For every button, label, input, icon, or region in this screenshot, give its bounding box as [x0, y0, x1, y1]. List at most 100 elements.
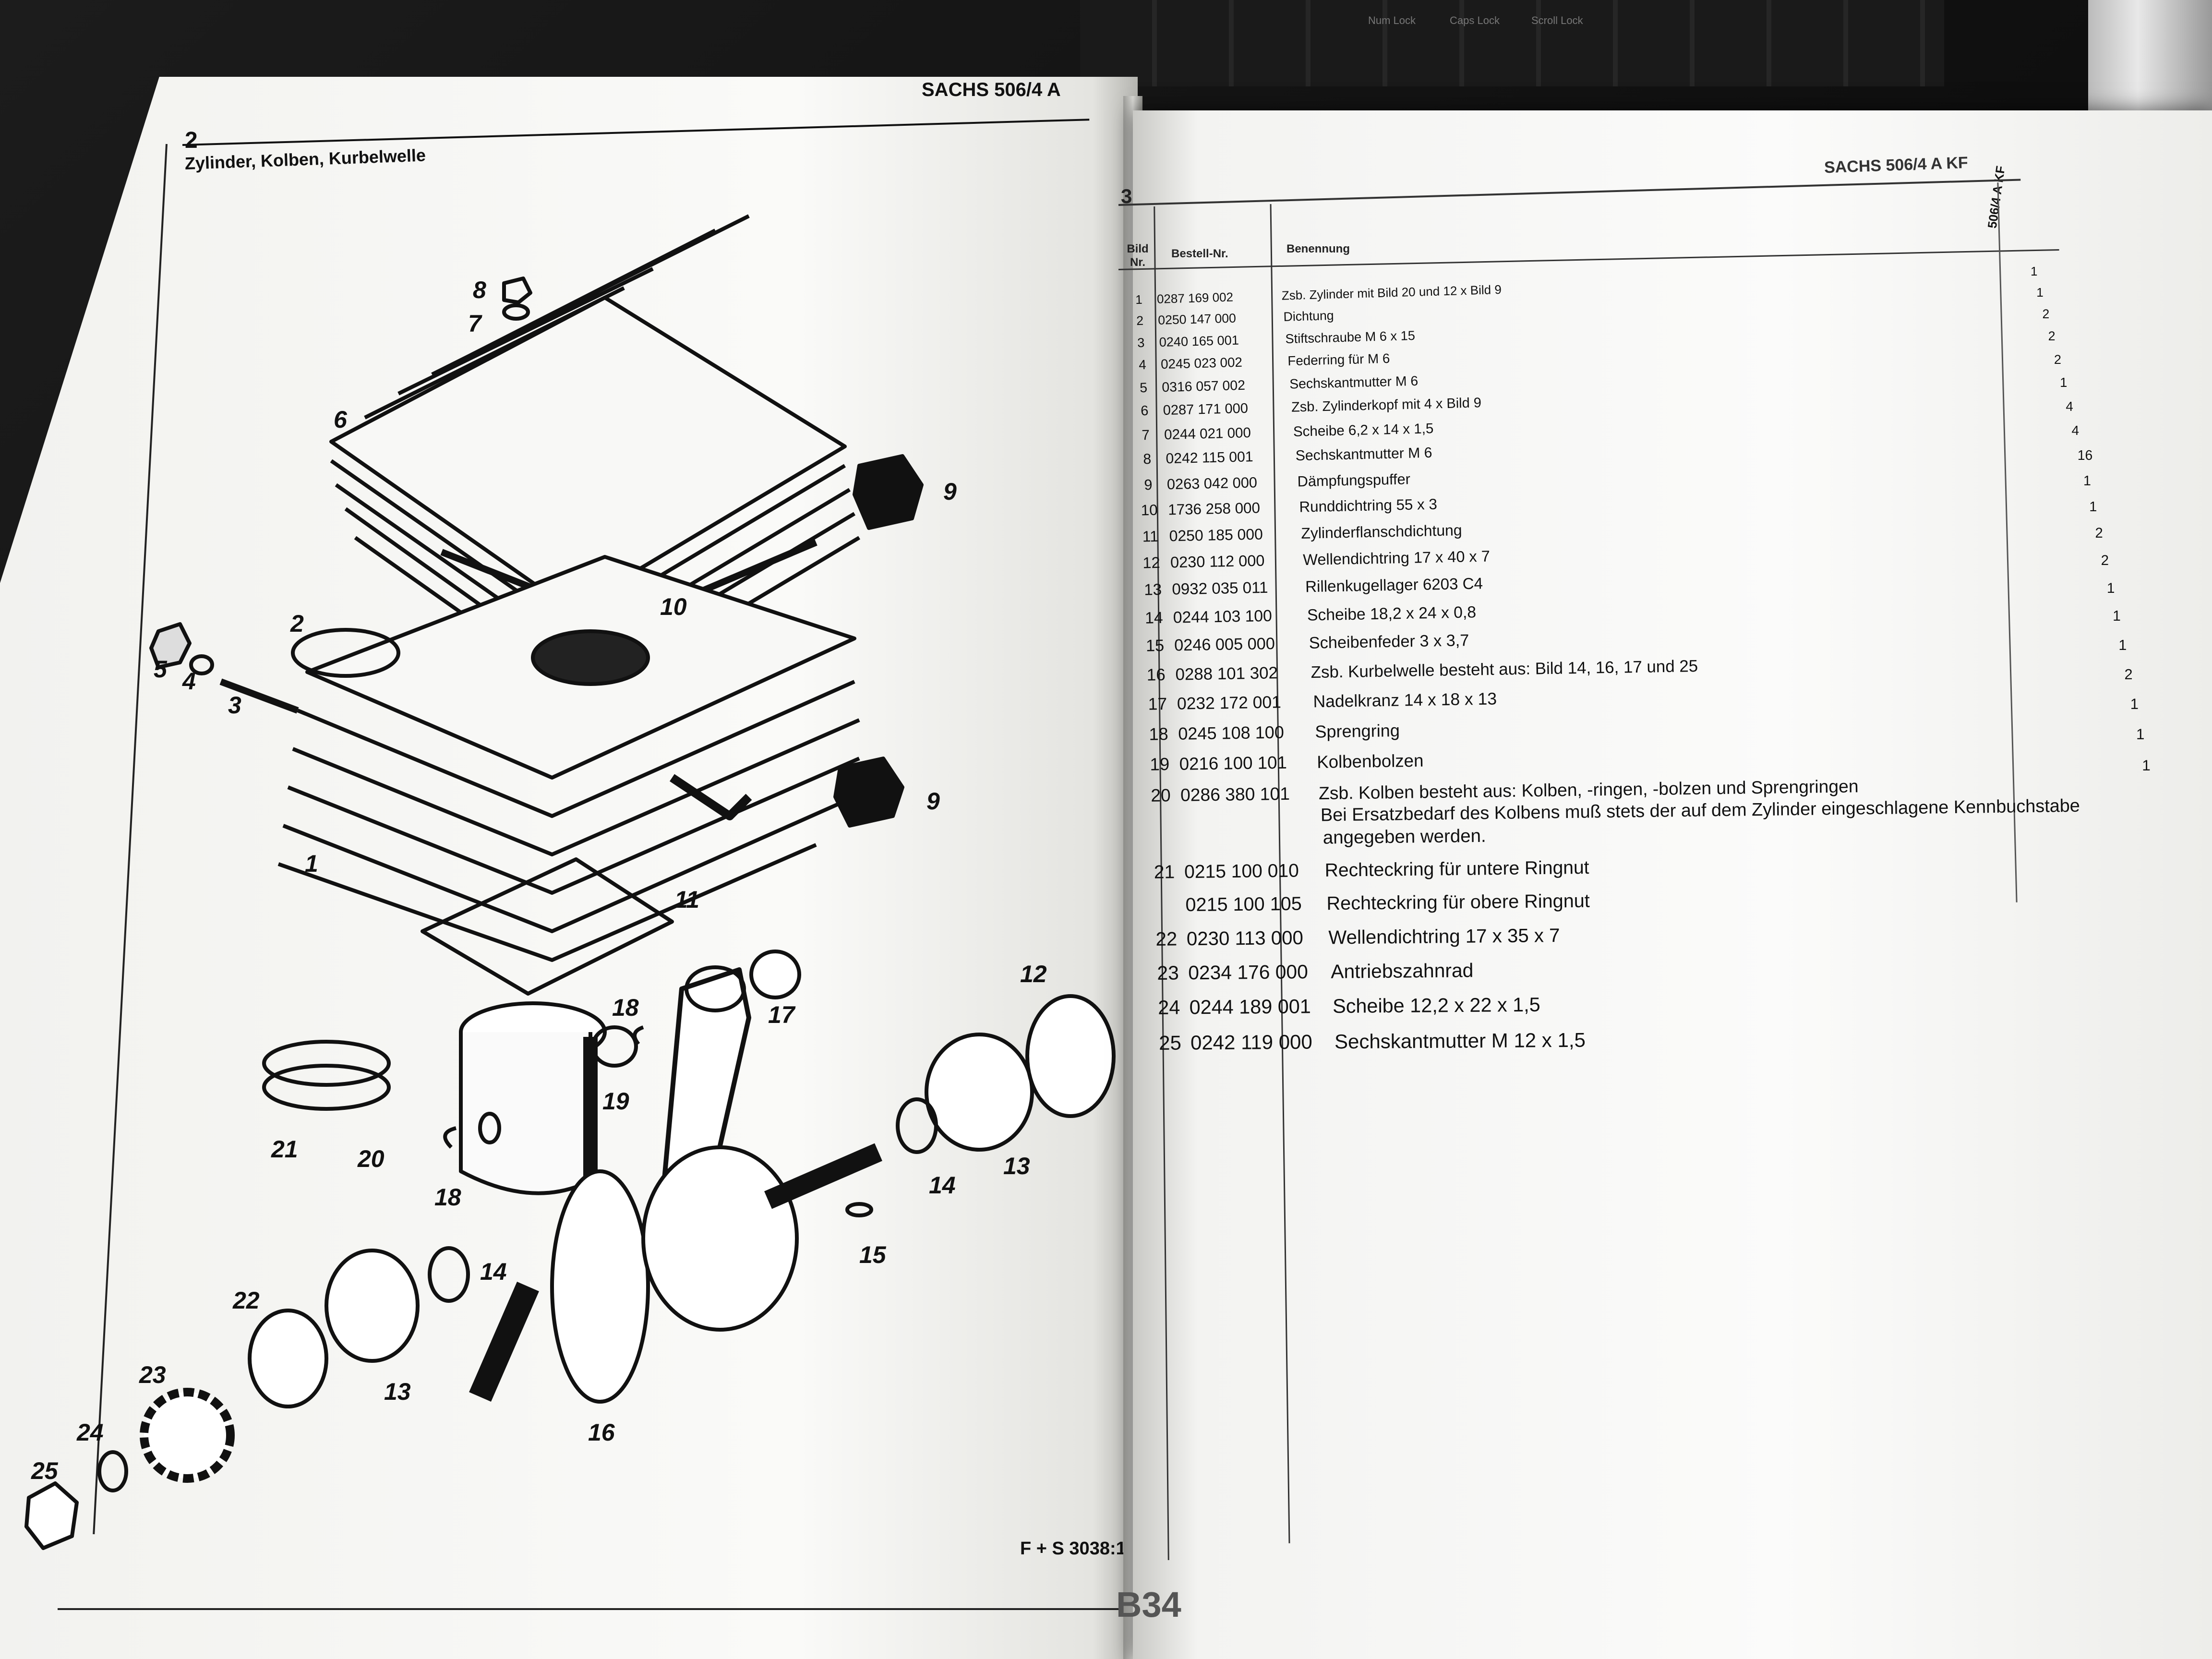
callout-6: 6 — [334, 406, 347, 433]
cell-qty: 1 — [2142, 757, 2151, 774]
cell-nr: 24 — [1157, 996, 1180, 1019]
cell-qty: 1 — [2083, 473, 2091, 489]
cell-code: 0932 035 011 — [1171, 579, 1268, 599]
cell-name: Runddichtring 55 x 3 — [1299, 495, 1438, 516]
cell-code: 0245 108 100 — [1178, 722, 1284, 744]
cell-code: 0316 057 002 — [1161, 377, 1246, 395]
cell-qty: 4 — [2066, 398, 2073, 414]
o-ring-drawing — [291, 628, 400, 678]
circlip-drawing — [443, 1126, 457, 1149]
callout-2: 2 — [290, 610, 304, 637]
cell-name: Antriebszahnrad — [1330, 959, 1474, 983]
callout-18: 18 — [612, 994, 639, 1021]
cell-name: Sechskantmutter M 12 x 1,5 — [1334, 1028, 1586, 1053]
cell-qty: 2 — [2124, 666, 2133, 683]
cell-name: Scheibe 12,2 x 22 x 1,5 — [1332, 993, 1540, 1018]
page-footer-number: 34 — [1142, 1585, 1181, 1624]
cell-nr: 14 — [1144, 608, 1163, 627]
cell-name: Rechteckring für obere Ringnut — [1326, 890, 1590, 914]
crank-nut-drawing — [24, 1481, 79, 1550]
column-header-bestell-nr: Bestell-Nr. — [1171, 247, 1228, 260]
cell-nr: 25 — [1158, 1031, 1182, 1054]
washer-drawing — [97, 1450, 128, 1492]
cell-name: Kolbenbolzen — [1316, 750, 1424, 772]
callout-20: 20 — [358, 1145, 385, 1172]
callout-4: 4 — [182, 668, 196, 695]
keyboard-label: Scroll Lock — [1531, 14, 1583, 26]
cell-qty: 1 — [2130, 696, 2139, 713]
nut-drawing — [149, 622, 192, 669]
callout-7: 7 — [468, 310, 481, 337]
callout-25: 25 — [31, 1457, 58, 1484]
cell-code: 0232 172 001 — [1177, 692, 1281, 714]
cell-qty: 1 — [2113, 608, 2121, 625]
cell-nr: 12 — [1142, 553, 1161, 572]
callout-8: 8 — [473, 276, 486, 303]
cell-code: 0250 185 000 — [1169, 525, 1263, 545]
cell-code: 0215 100 105 — [1185, 893, 1302, 916]
cell-code — [1183, 844, 1323, 845]
table-row: 25 0242 119 000 Sechskantmutter M 12 x 1,5 — [1150, 1029, 1586, 1055]
cell-qty: 1 — [2118, 637, 2127, 653]
cell-name: Scheibenfeder 3 x 3,7 — [1309, 631, 1469, 652]
keyboard: Num Lock Caps Lock Scroll Lock — [1080, 0, 1944, 86]
crankshaft-drawing — [469, 965, 882, 1404]
cell-name: Wellendichtring 17 x 40 x 7 — [1303, 547, 1491, 569]
cell-name: Dichtung — [1283, 308, 1334, 324]
cylinder-drawing — [277, 555, 860, 962]
piston-ring-drawing — [262, 1040, 391, 1087]
cell-nr: 21 — [1154, 861, 1175, 883]
cell-name: Federring für M 6 — [1287, 351, 1390, 369]
right-page — [1133, 110, 2212, 1659]
cell-nr: 9 — [1143, 476, 1153, 493]
circlip-drawing — [633, 1025, 644, 1046]
cell-qty: 1 — [2031, 264, 2038, 278]
page-stamp: B34 — [1116, 1584, 1181, 1625]
cell-name: Nadelkranz 14 x 18 x 13 — [1312, 689, 1497, 711]
cell-qty: 4 — [2071, 423, 2080, 438]
cell-code: 0246 005 000 — [1174, 635, 1275, 655]
cell-nr: 20 — [1151, 785, 1171, 805]
piston-ring-drawing — [262, 1064, 391, 1111]
cell-nr — [1143, 845, 1183, 846]
drive-gear-drawing — [140, 1388, 235, 1483]
cell-nr: 19 — [1150, 754, 1170, 774]
cell-nr: 1 — [1135, 292, 1143, 307]
cell-code: 0215 100 010 — [1184, 860, 1299, 882]
callout-9b: 9 — [926, 788, 940, 815]
cell-name: Zylinderflanschdichtung — [1301, 521, 1463, 542]
exploded-parts-diagram — [24, 276, 1114, 1550]
cell-code: 0244 189 001 — [1189, 995, 1311, 1019]
woodruff-key-drawing — [845, 1202, 873, 1217]
cell-code: 0286 380 101 — [1180, 783, 1290, 805]
callout-1: 1 — [305, 850, 318, 877]
shim-drawing — [896, 1097, 938, 1154]
head-nut-drawing — [502, 276, 532, 304]
callout-5: 5 — [154, 656, 167, 683]
cell-code: 0244 103 100 — [1173, 606, 1273, 627]
footer-code: F + S 3038:16 — [1020, 1539, 1136, 1559]
cell-code: 0288 101 302 — [1175, 663, 1278, 684]
callout-3: 3 — [228, 692, 241, 719]
bottom-rule — [58, 1608, 1138, 1610]
damping-buffer-drawing — [853, 454, 924, 530]
shim-drawing — [428, 1246, 470, 1303]
cell-name: Sechskantmutter M 6 — [1289, 373, 1419, 392]
callout-15: 15 — [859, 1241, 886, 1268]
cell-name: Scheibe 18,2 x 24 x 0,8 — [1307, 602, 1477, 625]
cell-nr: 4 — [1138, 357, 1146, 373]
cell-nr: 5 — [1139, 380, 1148, 396]
cell-name: Scheibe 6,2 x 14 x 1,5 — [1293, 420, 1434, 440]
piston-drawing — [459, 1001, 607, 1195]
cell-code: 0242 119 000 — [1190, 1030, 1312, 1054]
cell-nr: 17 — [1147, 694, 1167, 714]
cell-nr: 13 — [1143, 581, 1162, 599]
cell-name: Sechskantmutter M 6 — [1295, 445, 1432, 464]
callout-17: 17 — [768, 1001, 795, 1028]
cell-nr: 8 — [1142, 451, 1152, 468]
callout-9: 9 — [943, 478, 957, 505]
